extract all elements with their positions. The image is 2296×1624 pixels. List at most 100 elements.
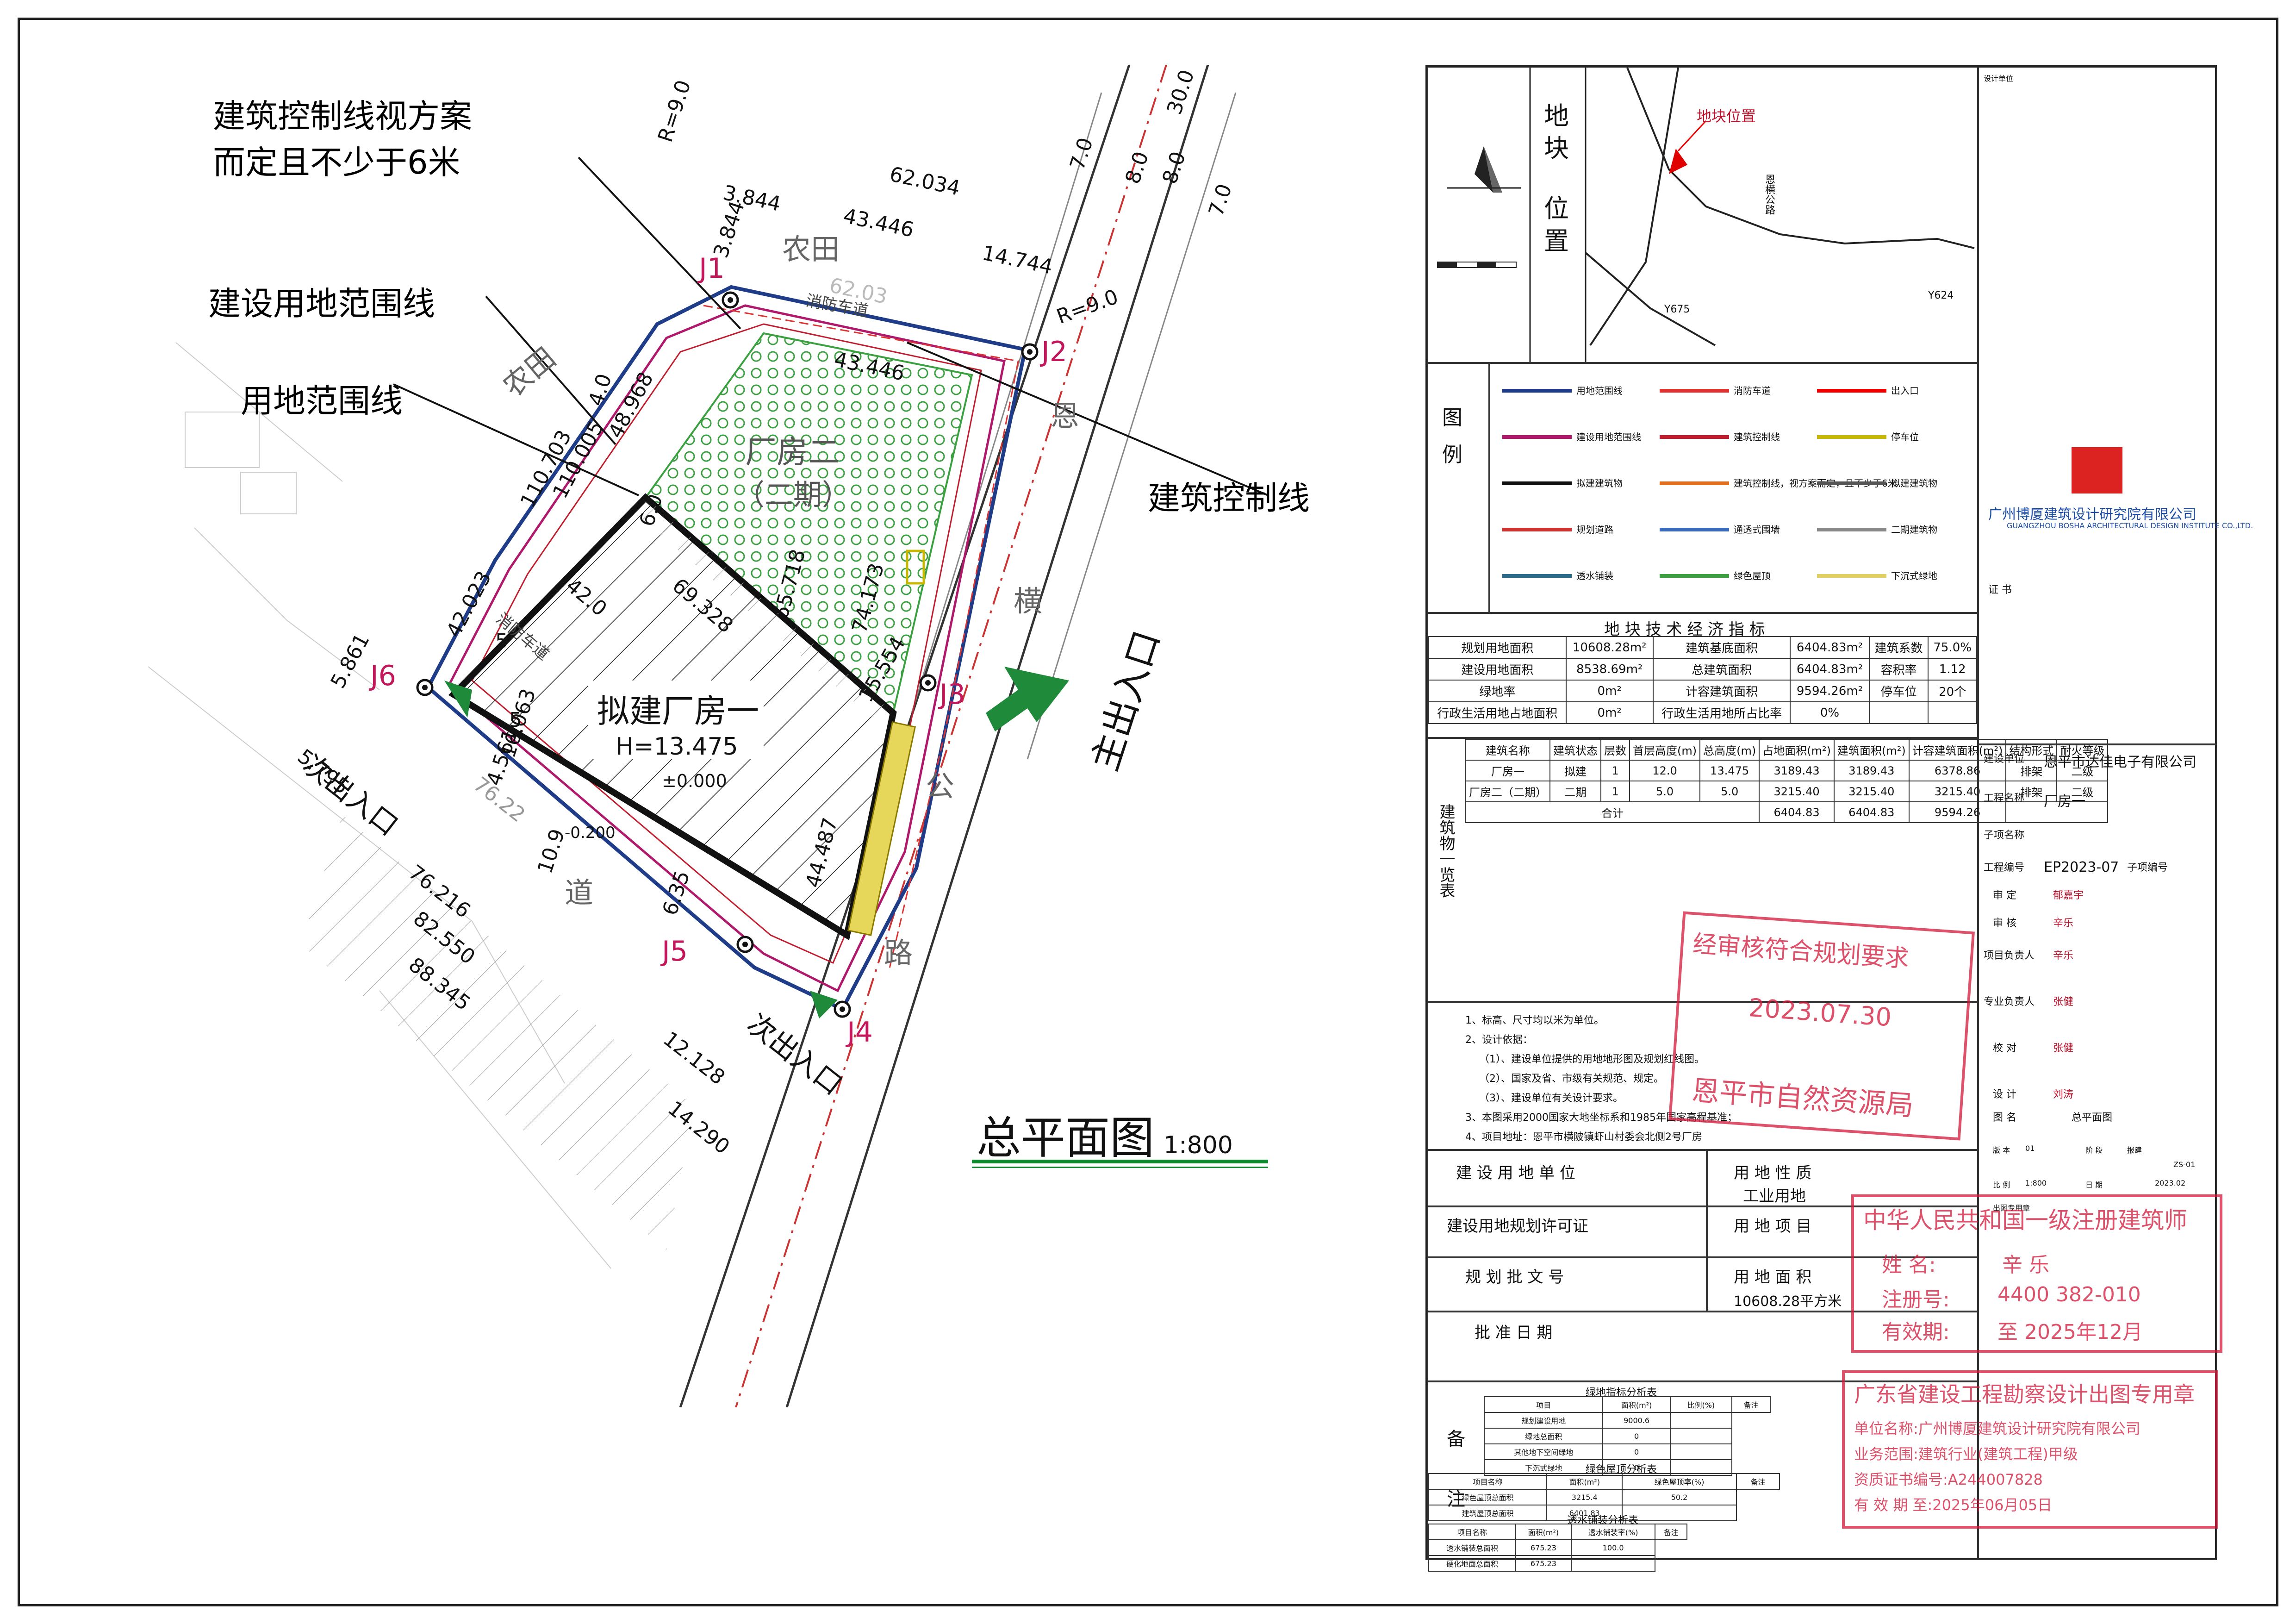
legend-swatch [1660, 574, 1729, 578]
table-cell: 3189.43 [1759, 760, 1835, 781]
legend-item-label: 停车位 [1891, 431, 1919, 443]
table-cell: 100.0 [1570, 1539, 1656, 1556]
legend-item-label: 绿色屋顶 [1734, 570, 1771, 581]
roof-row-header: 项目名称面积(m²)绿色屋顶率(%)备注 [1428, 1473, 1780, 1490]
road-char-5: 道 [565, 876, 593, 910]
table-cell: 1 [1600, 760, 1630, 781]
project-no-label: 工程编号 [1984, 862, 2025, 874]
dim-r9b: R=9.0 [1053, 285, 1121, 329]
factory1-elevation: ±0.000 [662, 771, 727, 791]
plan-title-main: 总平面图 [977, 1112, 1154, 1164]
subproject-label: 子项名称 [1984, 830, 2025, 841]
legend-swatch [1502, 389, 1572, 393]
table-cell: 12.0 [1629, 760, 1701, 781]
legend-item-label: 通透式围墙 [1734, 524, 1780, 535]
location-label-1: 地 [1544, 101, 1569, 131]
note-line: 4、项目地址：恩平市横陂镇虾山村委会北侧2号厂房 [1465, 1131, 1702, 1143]
manager-label: 项目负责人 [1984, 950, 2035, 962]
drawing-title-label: 图 名 [1993, 1112, 2016, 1124]
table-cell: 绿地总面积 [1483, 1428, 1604, 1444]
table-cell: 二级 [2056, 781, 2109, 802]
legend-swatch [1502, 528, 1572, 531]
location-site-label: 地块位置 [1697, 107, 1756, 125]
control-point-j2: J2 [1021, 336, 1067, 368]
approval-stamp: 经审核符合规划要求 2023.07.30 恩平市自然资源局 [1668, 911, 1975, 1141]
table-cell: 13.475 [1699, 760, 1760, 781]
table-cell: 3215.40 [1759, 781, 1835, 802]
legend-swatch [1660, 389, 1729, 393]
legend-swatch [1660, 528, 1729, 531]
location-road-name: 恩横公路 [1763, 174, 1775, 215]
perm-row-header: 项目名称面积(m²)透水铺装率(%)备注 [1428, 1524, 1687, 1540]
table-header-cell: 总高度(m) [1699, 739, 1760, 761]
dim-8b: 8.0 [1158, 149, 1190, 187]
entrance-arrows [444, 667, 1069, 1018]
table-cell: 5.0 [1699, 781, 1760, 802]
control-point-j1: J1 [697, 252, 739, 309]
location-map: 地 块 位 置 地块位置 恩横公路 Y675 Y624 [1427, 67, 1978, 363]
checked-label: 审 核 [1993, 918, 2016, 929]
table-header-cell: 耐火等级 [2056, 739, 2109, 761]
date: 2023.02 [2155, 1179, 2186, 1187]
table-cell: 排架 [2005, 781, 2058, 802]
note-line: （1）、建设单位提供的用地地形图及规划红线图。 [1479, 1054, 1705, 1065]
table-cell: 50.2 [1622, 1489, 1737, 1505]
table-cell: 规划建设用地 [1483, 1412, 1604, 1429]
legend-item-label: 透水铺装 [1576, 570, 1613, 581]
legend-item-label: 出入口 [1891, 385, 1919, 396]
fire-lane [703, 305, 1019, 973]
control-point-j3: J3 [919, 674, 965, 711]
table-cell: 厂房二（二期） [1465, 781, 1550, 802]
legend-item-label: 拟建建筑物 [1891, 478, 1937, 489]
legend-item-label: 用地范围线 [1576, 385, 1623, 396]
plan-title-underline-2 [972, 1167, 1268, 1168]
dim-12128: 12.128 [659, 1027, 729, 1089]
table-cell: 9594.26 [1908, 801, 2007, 823]
dim-3844b: 3.844 [709, 198, 749, 261]
land-date-label: 批 准 日 期 [1475, 1324, 1553, 1342]
legend-swatch [1502, 481, 1572, 485]
land-nature-value: 工业用地 [1743, 1187, 1806, 1206]
architect-valid-label: 有效期: [1882, 1320, 1950, 1344]
info-panel: 地 块 位 置 地块位置 恩横公路 Y675 Y624 图 例 用地范围线消防车… [1425, 65, 2253, 1572]
table-cell [2005, 801, 2109, 823]
table-cell: 6404.83 [1759, 801, 1835, 823]
dim-r9a: R=9.0 [653, 77, 696, 145]
land-area-label: 用 地 面 积 [1734, 1268, 1812, 1287]
table-cell: 建筑基底面积 [1652, 636, 1791, 659]
label-j2: J2 [1039, 336, 1067, 368]
legend-swatch [1817, 389, 1886, 393]
road-char-4: 路 [884, 936, 913, 970]
land-divider-1 [1428, 1206, 1977, 1207]
version: 01 [2025, 1144, 2035, 1153]
location-road-y675: Y675 [1664, 304, 1690, 315]
dim-4a: 4.0 [584, 371, 616, 409]
legend-item-label: 建筑控制线 [1734, 431, 1780, 443]
dim-5b: 5 [509, 708, 522, 732]
stage-label: 阶 段 [2085, 1146, 2103, 1155]
client-name: 恩平市达佳电子有限公司 [2044, 754, 2196, 770]
building-control-line [471, 323, 982, 964]
table-cell: 675.23 [1515, 1555, 1572, 1572]
table-header-cell: 绿色屋顶率(%) [1622, 1473, 1737, 1490]
table-cell: 规划用地面积 [1428, 636, 1567, 659]
note-line: 1、标高、尺寸均以米为单位。 [1465, 1015, 1604, 1026]
label-j6: J6 [368, 660, 396, 692]
farmland-label-2: 农田 [497, 341, 562, 404]
table-cell: 建筑屋顶总面积 [1428, 1505, 1548, 1521]
table-cell: 总建筑面积 [1652, 658, 1791, 681]
legend-swatch [1817, 481, 1886, 485]
legend-title-1: 图 [1442, 406, 1462, 430]
factory-gap-strip [639, 498, 893, 731]
date-label: 日 期 [2085, 1181, 2103, 1189]
land-boundary-line [425, 285, 1027, 1012]
